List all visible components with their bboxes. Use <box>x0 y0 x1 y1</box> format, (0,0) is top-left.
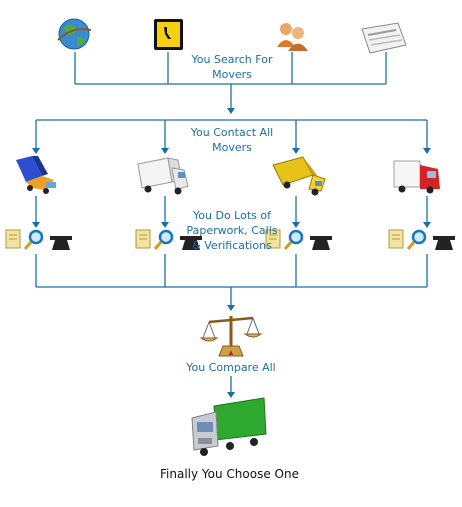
step-search-label: You Search For Movers <box>191 53 273 81</box>
phone-icon <box>433 236 455 250</box>
svg-text:▲: ▲ <box>227 348 235 357</box>
white-truck-icon <box>137 157 189 195</box>
phone-icon <box>310 236 332 250</box>
red-truck-icon <box>393 160 440 194</box>
yellow-pages-icon <box>154 19 183 50</box>
people-icon <box>277 23 308 51</box>
newspaper-icon <box>361 22 407 54</box>
yellow-truck-icon <box>272 156 326 196</box>
step-paperwork-label: You Do Lots of Paperwork, Calls & Verifi… <box>186 209 278 252</box>
magnifier-icon <box>23 229 44 250</box>
tools-group-4 <box>388 229 455 250</box>
scale-icon: ▲ <box>199 316 263 357</box>
green-truck-icon <box>191 397 267 456</box>
step-compare-label: You Compare All <box>186 361 276 374</box>
notes-icon <box>5 229 21 249</box>
notes-icon <box>388 229 404 249</box>
blue-truck-icon <box>16 156 56 194</box>
final-step-label: Finally You Choose One <box>160 467 299 481</box>
phone-icon <box>50 236 72 250</box>
notes-icon <box>135 229 151 249</box>
step-contact-label: You Contact All Movers <box>190 126 274 154</box>
tools-group-1 <box>5 229 72 250</box>
magnifier-icon <box>283 229 304 250</box>
globe-icon <box>57 18 92 50</box>
phone-icon <box>180 236 202 250</box>
magnifier-icon <box>406 229 427 250</box>
magnifier-icon <box>153 229 174 250</box>
tools-group-2 <box>135 229 202 250</box>
connector-lines <box>35 52 428 392</box>
tools-group-3 <box>265 229 332 250</box>
arrowheads <box>32 108 431 398</box>
notes-icon <box>265 229 281 249</box>
